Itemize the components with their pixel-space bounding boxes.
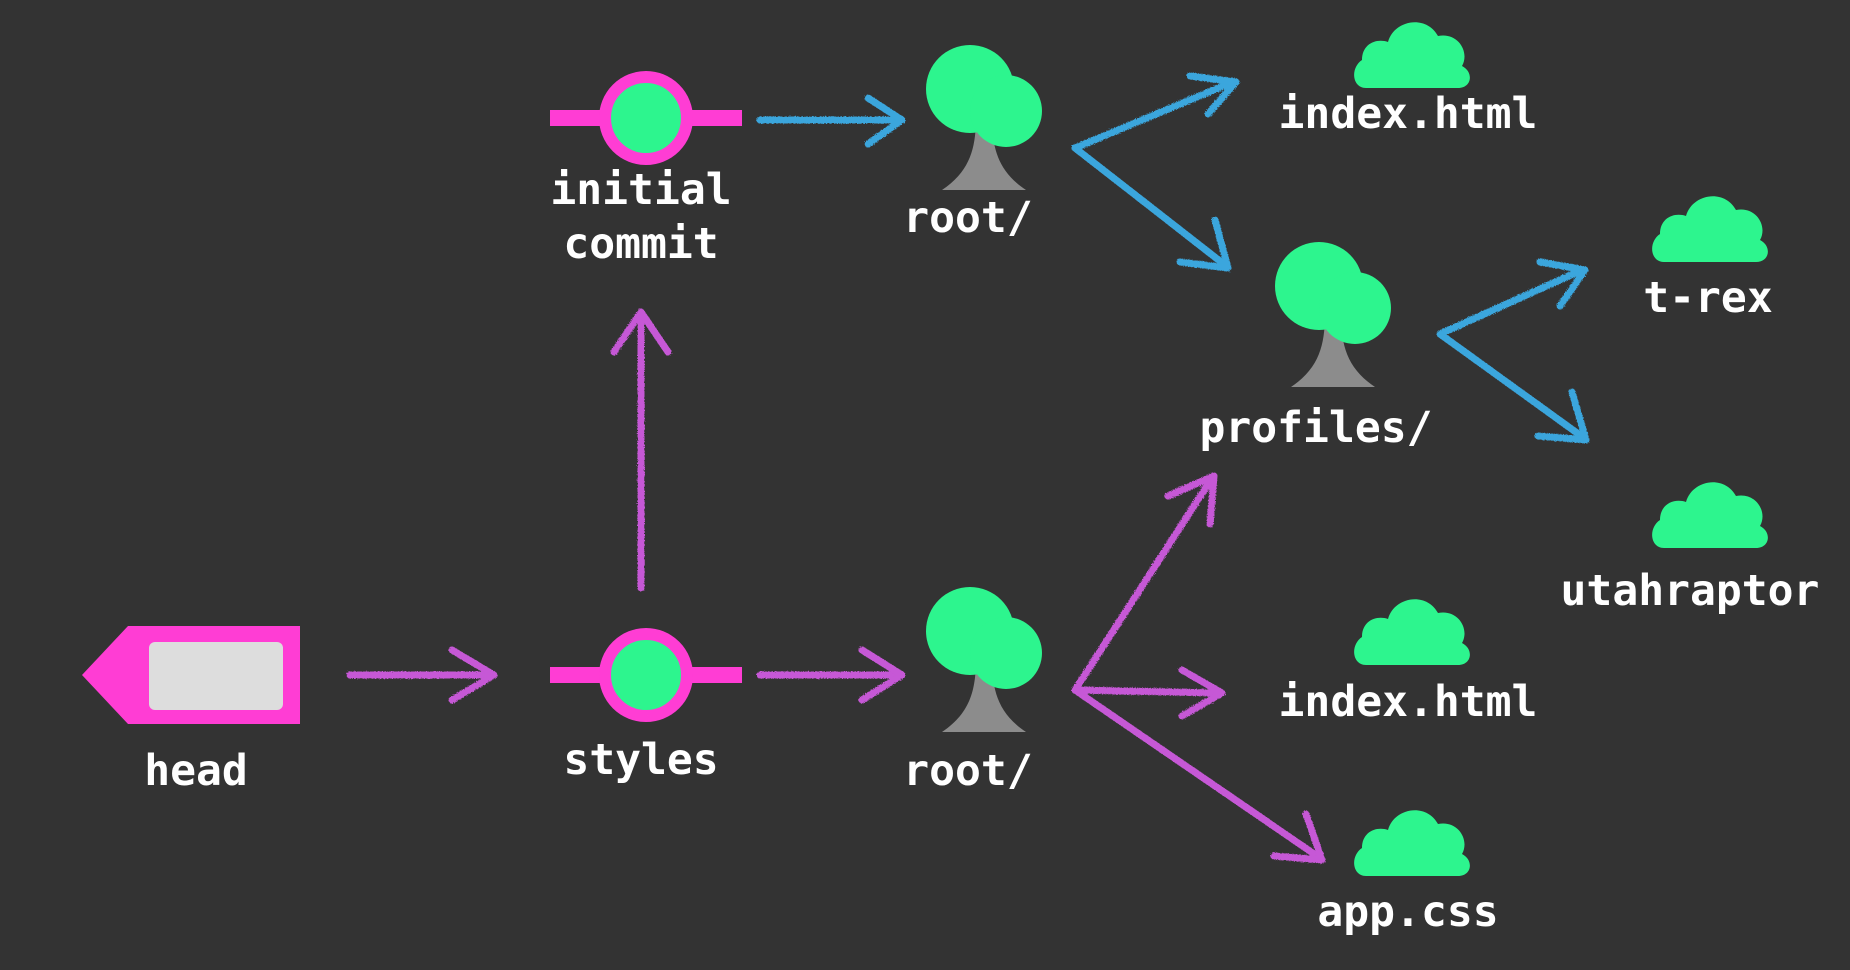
arrow-styles-to-root	[756, 646, 906, 704]
cloud-icon	[1354, 599, 1470, 665]
root-tree-top-node: root/	[903, 45, 1042, 243]
arrow-root-to-profiles-bottom	[1071, 472, 1218, 694]
arrow-initial-to-root	[756, 94, 906, 148]
utahraptor-label: utahraptor	[1561, 566, 1820, 616]
head-node: head	[82, 626, 300, 796]
t-rex-label: t-rex	[1643, 273, 1772, 323]
initial-commit-label-line1: initial	[550, 165, 731, 215]
initial-commit-node: initial commit	[550, 77, 742, 269]
root-tree-bottom-node: root/	[903, 587, 1042, 796]
tree-icon	[1275, 242, 1391, 387]
styles-label: styles	[563, 735, 718, 785]
head-label: head	[144, 746, 248, 796]
app-css-node: app.css	[1317, 810, 1499, 937]
blue-arrows	[756, 72, 1590, 444]
tag-icon	[82, 626, 300, 724]
styles-commit-node: styles	[550, 634, 742, 785]
t-rex-node: t-rex	[1643, 196, 1773, 323]
arrow-root-to-index	[1071, 72, 1240, 152]
purple-arrows	[346, 308, 1326, 864]
index-html-top-node: index.html	[1279, 22, 1538, 139]
arrow-root-to-profiles	[1071, 144, 1232, 272]
cloud-icon	[1652, 482, 1768, 548]
arrow-styles-to-initial	[610, 308, 672, 592]
tree-icon	[926, 45, 1042, 190]
commit-icon	[550, 77, 742, 159]
root-top-label: root/	[903, 193, 1032, 243]
index-html-bottom-label: index.html	[1279, 677, 1538, 727]
cloud-icon	[1652, 196, 1768, 262]
commit-icon	[550, 634, 742, 716]
app-css-label: app.css	[1317, 887, 1498, 937]
arrow-profiles-to-utahraptor	[1436, 330, 1590, 444]
profiles-label: profiles/	[1200, 403, 1433, 453]
cloud-icon	[1354, 810, 1470, 876]
arrow-profiles-to-trex	[1436, 258, 1589, 338]
index-html-bottom-node: index.html	[1279, 599, 1538, 727]
cloud-icon	[1354, 22, 1470, 88]
initial-commit-label-line2: commit	[563, 219, 718, 269]
index-html-top-label: index.html	[1279, 89, 1538, 139]
profiles-tree-node: profiles/	[1200, 242, 1433, 453]
tree-icon	[926, 587, 1042, 732]
utahraptor-node: utahraptor	[1561, 482, 1820, 616]
arrow-root-to-appcss	[1071, 686, 1326, 864]
arrow-head-to-styles	[346, 646, 498, 704]
arrow-root-to-index-bottom	[1071, 666, 1226, 720]
root-bottom-label: root/	[903, 746, 1032, 796]
